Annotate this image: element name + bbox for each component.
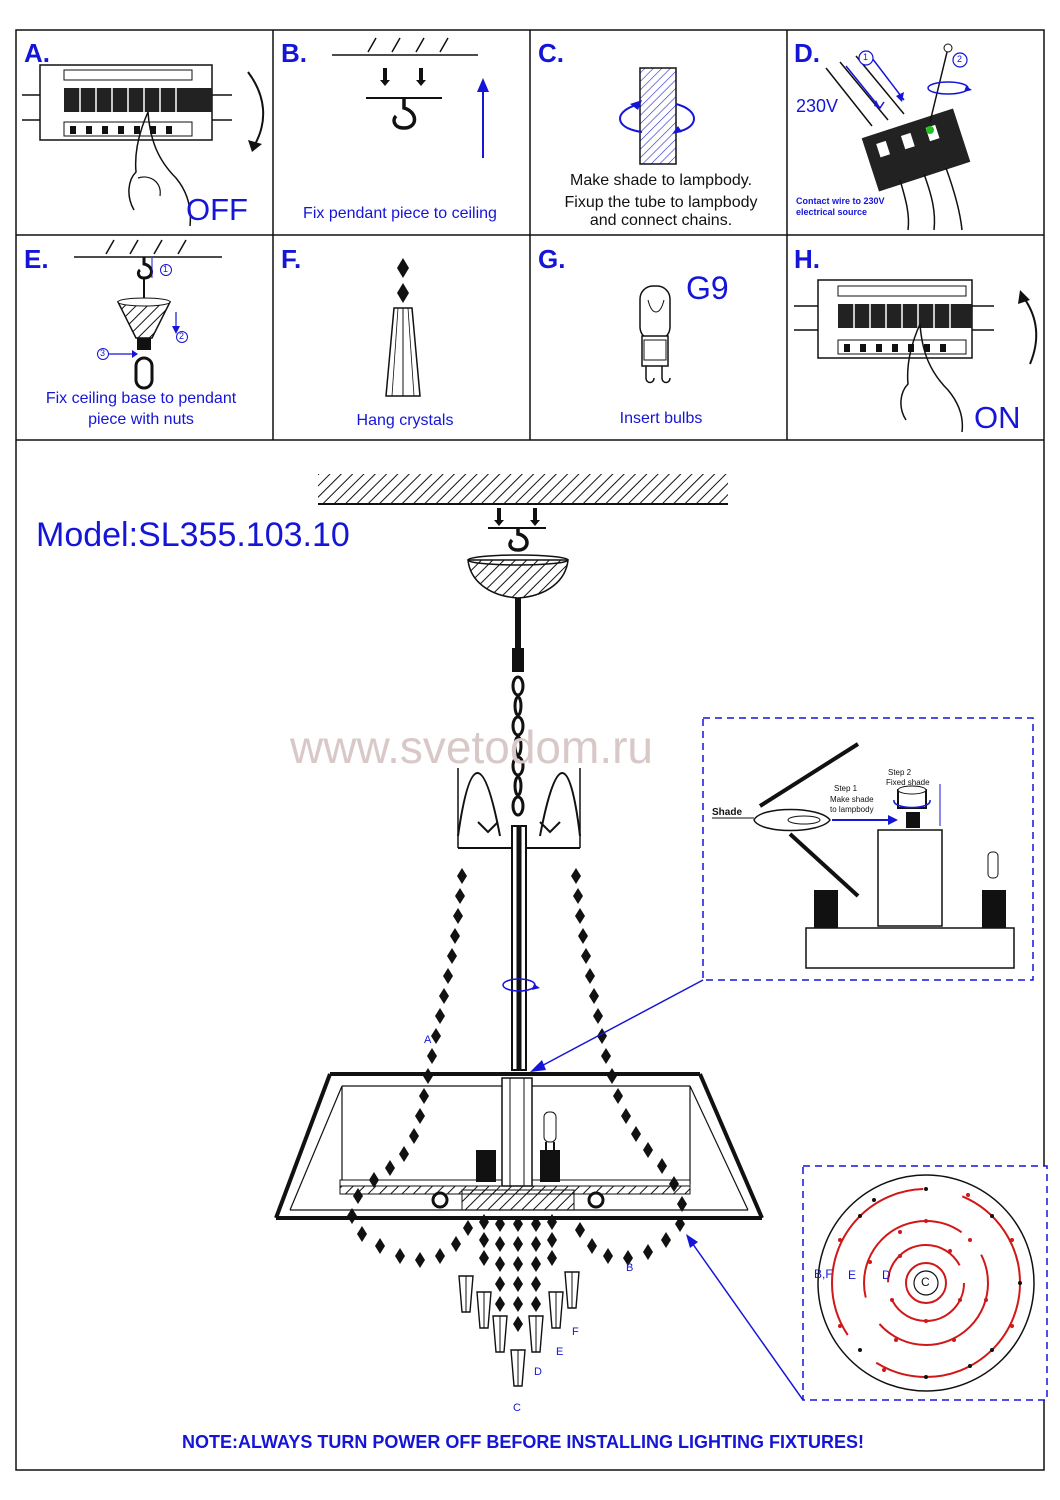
panel-e-letter: E.: [24, 244, 49, 274]
inset-step1-title: Step 1: [834, 784, 858, 793]
crystal-string-b: [571, 868, 687, 1266]
panel-d-letter: D.: [794, 38, 820, 68]
wiring-step-2: 2: [957, 54, 963, 64]
wiring-illustration: [825, 43, 972, 231]
power-on-label: ON: [974, 400, 1021, 435]
ring-label-bf: B,F: [814, 1267, 833, 1281]
panel-c-caption-1: Make shade to lampbody.: [569, 172, 753, 189]
panel-g-letter: G.: [538, 244, 566, 274]
panel-c-letter: C.: [538, 38, 564, 68]
shade-detail-inset: [530, 717, 1034, 1072]
wiring-note-2: electrical source: [796, 207, 868, 217]
panel-e-caption-2: piece with nuts: [88, 411, 194, 428]
inset-step2-title: Step 2: [888, 768, 912, 777]
inset-step1-line1: Make shade: [830, 795, 874, 804]
shade-label: Shade: [712, 807, 743, 818]
base-step-1: 1: [163, 264, 169, 274]
base-step-2: 2: [179, 331, 185, 341]
ring-label-d: D: [882, 1268, 891, 1282]
ceiling-base-illustration: [74, 239, 222, 390]
g9-bulb-illustration: [639, 285, 671, 384]
crystal-illustration: [385, 258, 421, 397]
panel-c-caption-3: and connect chains.: [589, 212, 733, 229]
crystal-position-inset: [686, 1165, 1048, 1401]
breaker-off-illustration: [22, 64, 265, 227]
crystal-drops-center: [479, 1214, 557, 1332]
wiring-step-1: 1: [863, 52, 869, 62]
panel-c-caption-2: Fixup the tube to lampbody: [564, 194, 758, 211]
main-assembly-drawing: [274, 474, 764, 1220]
panel-a-letter: A.: [24, 38, 50, 68]
strand-label-c: C: [513, 1402, 521, 1414]
panel-h-letter: H.: [794, 244, 820, 274]
wiring-note-1: Contact wire to 230V: [796, 196, 885, 206]
strand-label-e: E: [556, 1346, 564, 1358]
ceiling-hook-illustration: [332, 37, 489, 158]
inset-step1-line2: to lampbody: [830, 805, 874, 814]
panel-g-caption: Insert bulbs: [619, 410, 703, 427]
strand-label-f: F: [572, 1326, 579, 1338]
power-off-label: OFF: [186, 192, 248, 227]
model-number: Model:SL355.103.10: [36, 516, 350, 554]
safety-note: NOTE:ALWAYS TURN POWER OFF BEFORE INSTAL…: [182, 1432, 864, 1452]
watermark: www.svetodom.ru: [290, 721, 654, 773]
breaker-on-illustration: [794, 279, 1038, 433]
panel-f-letter: F.: [281, 244, 302, 274]
strand-label-b: B: [626, 1262, 634, 1274]
crystal-string-a: [347, 868, 473, 1268]
panel-b-caption: Fix pendant piece to ceiling: [303, 205, 497, 222]
base-step-3: 3: [100, 348, 106, 358]
panel-e-caption-1: Fix ceiling base to pendant: [45, 390, 237, 407]
strand-label-d: D: [534, 1366, 542, 1378]
shade-tube-illustration: [619, 67, 695, 165]
ring-label-c: C: [921, 1275, 930, 1289]
strand-label-a: A: [424, 1034, 432, 1046]
voltage-label: 230V: [796, 96, 839, 116]
panel-f-caption: Hang crystals: [356, 412, 454, 429]
panel-b-letter: B.: [281, 38, 307, 68]
inset-step2-line1: Fixed shade: [886, 778, 930, 787]
bulb-type-label: G9: [686, 270, 729, 306]
ring-label-e: E: [848, 1268, 857, 1282]
